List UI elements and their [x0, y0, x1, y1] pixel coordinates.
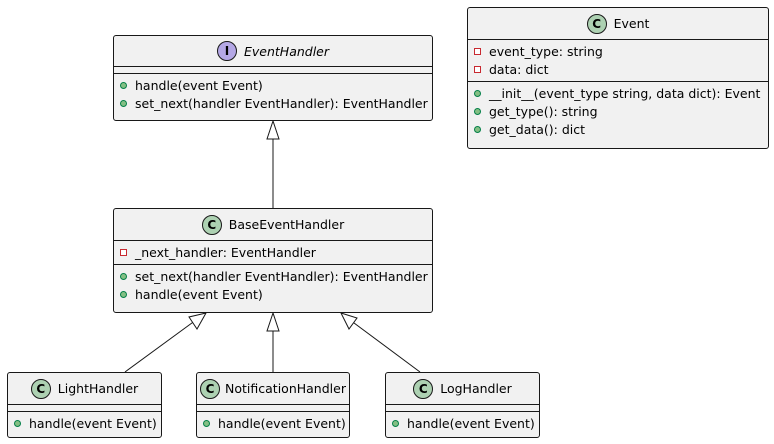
method-text: get_data(): dict — [489, 121, 586, 137]
public-method-icon — [392, 419, 399, 427]
class-header: C Event — [468, 8, 768, 39]
class-header: C BaseEventHandler — [114, 209, 432, 240]
arrowhead-light-base — [188, 312, 207, 330]
public-method-icon — [120, 290, 127, 298]
methods-section: handle(event Event) set_next(handler Eve… — [114, 73, 432, 115]
field-text: _next_handler: EventHandler — [135, 244, 316, 260]
public-method-icon — [474, 125, 481, 133]
public-method-icon — [14, 419, 21, 427]
arrowhead-eventhandler — [266, 119, 280, 140]
method-row: get_data(): dict — [468, 120, 768, 138]
methods-section: __init__(event_type string, data dict): … — [468, 81, 768, 141]
method-row: set_next(handler EventHandler): EventHan… — [114, 94, 432, 112]
method-row: handle(event Event) — [114, 285, 432, 303]
public-method-icon — [120, 99, 127, 107]
class-name: EventHandler — [243, 43, 330, 59]
fields-section: event_type: string data: dict — [468, 39, 768, 81]
public-method-icon — [474, 107, 481, 115]
edge-light-to-base — [124, 319, 197, 373]
public-method-icon — [474, 89, 481, 97]
class-eventhandler[interactable]: I EventHandler handle(event Event) set_n… — [113, 35, 433, 121]
method-text: set_next(handler EventHandler): EventHan… — [135, 95, 428, 111]
class-badge-icon: C — [413, 378, 434, 399]
method-row: __init__(event_type string, data dict): … — [468, 84, 768, 102]
class-name: LightHandler — [57, 381, 139, 396]
class-notificationhandler[interactable]: C NotificationHandler handle(event Event… — [196, 372, 350, 438]
class-lighthandler[interactable]: C LightHandler handle(event Event) — [7, 372, 162, 438]
method-text: handle(event Event) — [29, 415, 157, 431]
methods-section: handle(event Event) — [197, 411, 349, 435]
class-name: LogHandler — [440, 381, 512, 396]
method-row: handle(event Event) — [114, 76, 432, 94]
class-header: C LogHandler — [386, 373, 539, 404]
field-text: data: dict — [489, 61, 549, 77]
method-text: set_next(handler EventHandler): EventHan… — [135, 268, 428, 284]
private-field-icon — [474, 47, 481, 55]
class-baseeventhandler[interactable]: C BaseEventHandler _next_handler: EventH… — [113, 208, 433, 313]
method-text: handle(event Event) — [218, 415, 346, 431]
class-badge-icon: C — [201, 214, 222, 235]
field-text: event_type: string — [489, 43, 603, 59]
public-method-icon — [120, 272, 127, 280]
methods-section: handle(event Event) — [8, 411, 161, 435]
fields-section — [386, 404, 539, 411]
fields-section — [197, 404, 349, 411]
class-name: BaseEventHandler — [228, 217, 345, 232]
class-event[interactable]: C Event event_type: string data: dict __… — [467, 7, 769, 149]
method-row: handle(event Event) — [386, 414, 539, 432]
method-row: handle(event Event) — [8, 414, 161, 432]
field-row: event_type: string — [468, 42, 768, 60]
methods-section: set_next(handler EventHandler): EventHan… — [114, 264, 432, 306]
method-text: get_type(): string — [489, 103, 598, 119]
fields-section — [8, 404, 161, 411]
arrowhead-log-base — [340, 312, 358, 330]
method-text: handle(event Event) — [135, 77, 263, 93]
private-field-icon — [120, 248, 127, 256]
methods-section: handle(event Event) — [386, 411, 539, 435]
field-row: _next_handler: EventHandler — [114, 243, 432, 261]
class-loghandler[interactable]: C LogHandler handle(event Event) — [385, 372, 540, 438]
method-text: handle(event Event) — [135, 286, 263, 302]
arrowhead-notification-base — [266, 311, 280, 332]
field-row: data: dict — [468, 60, 768, 78]
method-text: handle(event Event) — [407, 415, 535, 431]
class-badge-icon: C — [200, 378, 221, 399]
class-name: NotificationHandler — [225, 381, 346, 396]
class-badge-icon: C — [30, 378, 51, 399]
method-text: __init__(event_type string, data dict): … — [489, 85, 761, 101]
fields-section — [114, 66, 432, 73]
class-name: Event — [613, 16, 650, 31]
private-field-icon — [474, 65, 481, 73]
class-header: C LightHandler — [8, 373, 161, 404]
public-method-icon — [203, 419, 210, 427]
public-method-icon — [120, 81, 127, 89]
edge-log-to-base — [349, 319, 421, 373]
method-row: set_next(handler EventHandler): EventHan… — [114, 267, 432, 285]
method-row: get_type(): string — [468, 102, 768, 120]
interface-badge-icon: I — [216, 41, 237, 61]
class-header: C NotificationHandler — [197, 373, 349, 404]
method-row: handle(event Event) — [197, 414, 349, 432]
fields-section: _next_handler: EventHandler — [114, 240, 432, 264]
class-header: I EventHandler — [114, 36, 432, 66]
class-badge-icon: C — [586, 13, 607, 34]
